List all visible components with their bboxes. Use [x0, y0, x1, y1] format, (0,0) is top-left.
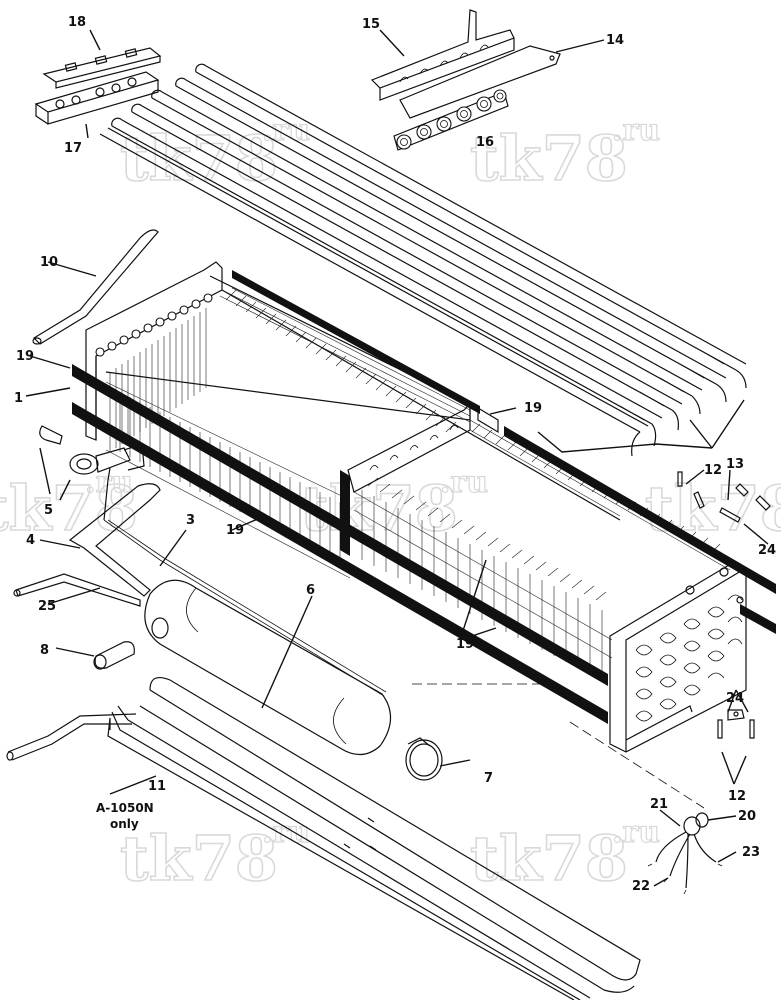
callout-13: 13 — [726, 457, 744, 472]
callout-1: 1 — [14, 391, 23, 406]
part-17-bracket — [34, 71, 160, 125]
callout-25: 25 — [38, 599, 56, 614]
callout-11: 11 — [148, 779, 166, 794]
callout-24-upper: 24 — [758, 543, 776, 558]
watermark-4-suffix: .ru — [440, 465, 488, 500]
part-14-plate — [399, 45, 561, 119]
coil-right-return-bends — [635, 567, 744, 722]
watermark-3: tk78 — [0, 472, 138, 545]
part-6-receiver-tank — [144, 579, 392, 756]
callout-24-lower: 24 — [726, 691, 744, 706]
part-16-grommets — [393, 89, 509, 151]
coil-fins-left — [105, 287, 471, 579]
callout-15: 15 — [362, 17, 380, 32]
watermark-7-suffix: .ru — [612, 815, 660, 850]
parts-20-23-wire-harness — [647, 812, 723, 895]
part-19-seal-strips — [72, 270, 776, 724]
part-5-expansion-valve — [39, 425, 145, 521]
watermark-6: tk78 — [120, 822, 278, 895]
note-model: A-1050N — [96, 801, 154, 815]
callout-19-middle: 19 — [226, 523, 244, 538]
watermark-2-suffix: .ru — [612, 113, 660, 148]
part-15-tube-support — [370, 9, 515, 101]
note-only: only — [110, 817, 139, 831]
callout-16: 16 — [476, 135, 494, 150]
callout-20: 20 — [738, 809, 756, 824]
coil-left-tube-ends — [95, 293, 213, 357]
hairpin-tubes — [99, 63, 747, 457]
assembly-dash-line — [412, 683, 705, 809]
part-8-drier — [93, 641, 135, 670]
part-25-tube — [13, 573, 141, 607]
part-7-clamp — [405, 737, 443, 781]
watermark-5: tk78 — [645, 472, 781, 545]
part-1-coil — [85, 261, 747, 753]
callout-19-right: 19 — [524, 401, 542, 416]
callout-12-lower: 12 — [728, 789, 746, 804]
callout-17: 17 — [64, 141, 82, 156]
callout-18: 18 — [68, 15, 86, 30]
part-4-tube — [68, 483, 161, 597]
watermark-7: tk78 — [470, 822, 628, 895]
callout-21: 21 — [650, 797, 668, 812]
part-3-capillary — [103, 519, 387, 697]
callout-23: 23 — [742, 845, 760, 860]
callout-leaders — [25, 29, 769, 887]
callout-19-lower: 19 — [456, 637, 474, 652]
parts-12-24-lower — [717, 709, 755, 739]
callout-6: 6 — [306, 583, 315, 598]
watermark-2: tk78 — [470, 122, 628, 195]
callout-labels: 18 17 15 14 16 10 19 1 19 5 4 3 19 25 8 … — [14, 15, 776, 894]
callout-22: 22 — [632, 879, 650, 894]
parts-12-13-24-upper — [677, 471, 771, 523]
callout-5: 5 — [44, 503, 53, 518]
callout-19-left: 19 — [16, 349, 34, 364]
part-10-tube — [32, 229, 159, 345]
callout-7: 7 — [484, 771, 493, 786]
callout-4: 4 — [26, 533, 35, 548]
callout-12-upper: 12 — [704, 463, 722, 478]
part-18-bracket — [42, 47, 162, 89]
watermarks: tk78 .ru tk78 .ru tk78 .ru tk78 .ru tk78… — [0, 112, 781, 895]
callout-14: 14 — [606, 33, 624, 48]
callout-3: 3 — [186, 513, 195, 528]
part-11-defrost-heater — [6, 677, 641, 1000]
callout-8: 8 — [40, 643, 49, 658]
callout-10: 10 — [40, 255, 58, 270]
watermark-6-suffix: .ru — [262, 815, 310, 850]
watermark-4: tk78 — [300, 472, 458, 545]
